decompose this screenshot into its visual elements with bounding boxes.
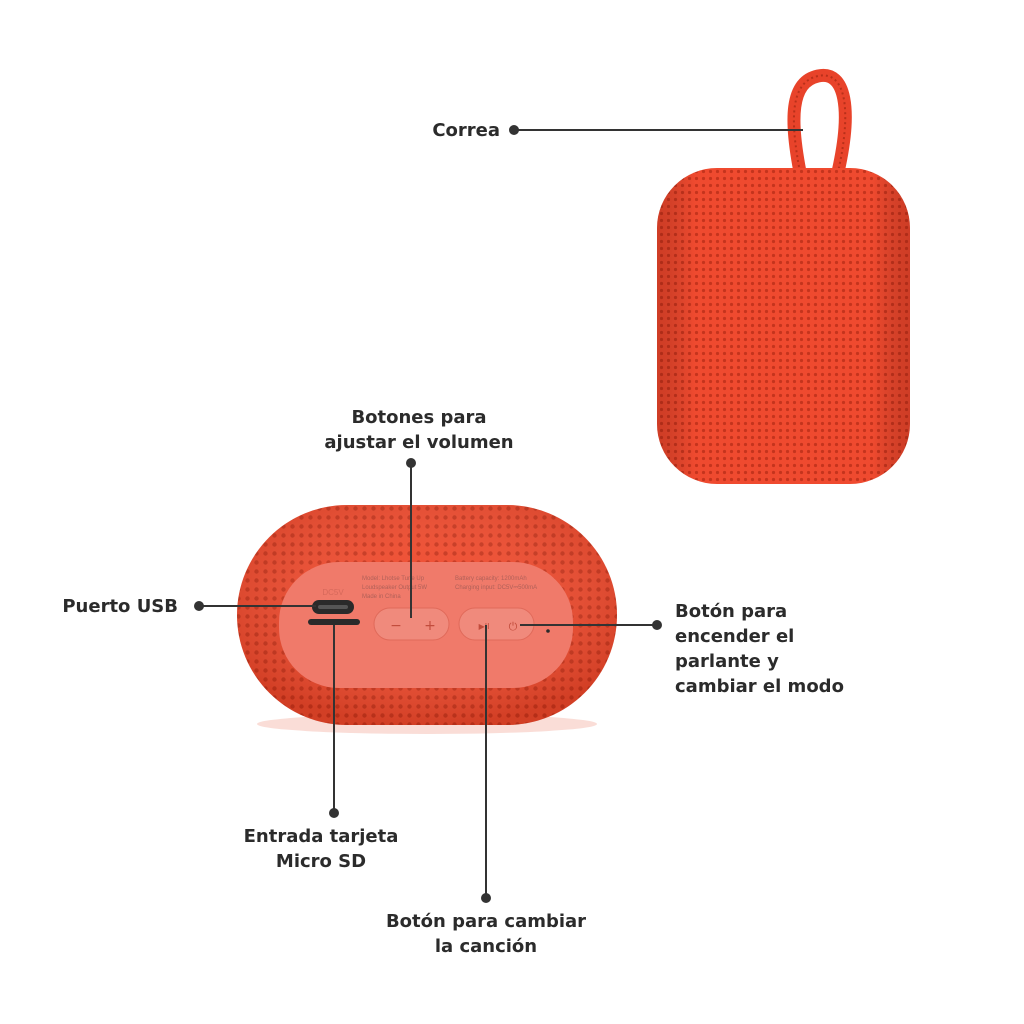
port-label: DC5V <box>322 588 344 597</box>
micro-sd-slot <box>308 619 360 625</box>
led-indicator <box>546 629 550 633</box>
strap <box>787 68 852 179</box>
micro-sd-label: Entrada tarjeta Micro SD <box>244 824 399 874</box>
usb-callout-dot <box>194 601 204 611</box>
power-symbol: ⏻ <box>509 620 518 633</box>
power-label-line-3: parlante y <box>675 651 779 672</box>
micro-sd-label-line-1: Entrada tarjeta <box>243 826 399 847</box>
callout-lines <box>194 125 803 903</box>
power-callout-dot <box>652 620 662 630</box>
spec-left-1: Model: Lhotse Tune Up <box>362 576 425 582</box>
power-label-line-4: cambiar el modo <box>675 676 844 697</box>
strap-callout-dot <box>509 125 519 135</box>
micro-sd-callout-dot <box>329 808 339 818</box>
spec-right-1: Battery capacity: 1200mAh <box>455 576 527 582</box>
strap-label: Correa <box>432 120 500 141</box>
power-label-line-1: Botón para <box>675 601 788 622</box>
power-button-label: Botón para encender el parlante y cambia… <box>675 599 844 699</box>
usb-port-label: Puerto USB <box>62 596 178 617</box>
volume-buttons-label: Botones para ajustar el volumen <box>324 405 513 455</box>
play-pause-symbol: ▶II <box>479 622 490 631</box>
volume-callout-dot <box>406 458 416 468</box>
song-label-line-2: la canción <box>434 936 538 957</box>
spec-left-2: Loudspeaker Output 5W <box>362 585 427 591</box>
volume-label-line-2: ajustar el volumen <box>324 432 514 453</box>
spec-right-2: Charging input: DC5V⎓500mA <box>455 585 537 591</box>
power-label-line-2: encender el <box>675 626 795 647</box>
song-callout-dot <box>481 893 491 903</box>
song-button-label: Botón para cambiar la canción <box>386 909 586 959</box>
micro-sd-label-line-2: Micro SD <box>275 851 367 872</box>
spec-left-3: Made in China <box>362 594 401 600</box>
volume-minus: − <box>390 618 402 634</box>
song-label-line-1: Botón para cambiar <box>385 911 587 932</box>
speaker-front-view <box>657 68 910 484</box>
volume-plus: + <box>424 618 436 634</box>
volume-label-line-1: Botones para <box>351 407 487 428</box>
speaker-back-view: DC5V Model: Lhotse Tune Up Loudspeaker O… <box>237 505 617 734</box>
